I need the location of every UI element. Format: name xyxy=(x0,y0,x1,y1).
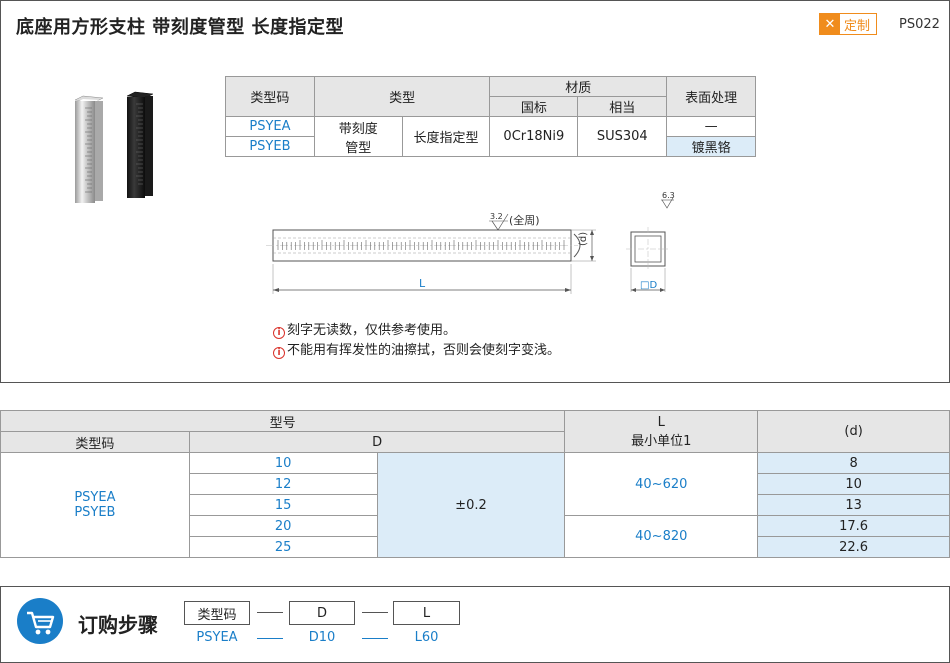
spec-type-code-a[interactable]: PSYEA xyxy=(225,116,315,137)
page-title: 底座用方形支柱 带刻度管型 长度指定型 xyxy=(16,17,345,38)
spec-type-1: 带刻度 管型 xyxy=(313,116,403,157)
order-connector xyxy=(362,612,388,613)
size-header-D: D xyxy=(188,431,566,453)
size-header-type-code: 类型码 xyxy=(0,431,190,453)
size-d-value: 17.6 xyxy=(757,515,950,537)
scale-ticks xyxy=(277,240,565,250)
spec-header-type-code: 类型码 xyxy=(225,76,315,117)
L-dimension-label: L xyxy=(419,277,426,290)
order-panel: 订购步骤 类型码 D L PSYEA D10 L60 xyxy=(0,586,950,663)
spec-type-1-line2: 管型 xyxy=(345,140,372,156)
technical-drawing: (d) L 3.2 (全周) 6.3 □D xyxy=(266,191,675,294)
size-type-code-b[interactable]: PSYEB xyxy=(74,505,116,520)
order-step-D: D xyxy=(289,601,355,625)
size-D-value[interactable]: 15 xyxy=(188,494,378,516)
order-connector xyxy=(257,612,283,613)
size-table: 型号 L 最小单位1 (d) 类型码 D PSYEA PSYEB 10 ±0.2… xyxy=(0,410,950,558)
order-example-D: D10 xyxy=(308,630,336,645)
full-around-label: (全周) xyxy=(509,213,540,227)
custom-label: 定制 xyxy=(844,18,871,34)
size-D-value[interactable]: 20 xyxy=(188,515,378,537)
spec-type-1-line1: 带刻度 xyxy=(338,121,378,137)
order-step-L: L xyxy=(393,601,460,625)
size-D-value[interactable]: 25 xyxy=(188,536,378,558)
size-header-L: L 最小单位1 xyxy=(564,410,759,453)
product-info-panel: 底座用方形支柱 带刻度管型 长度指定型 ✕ 定制 PS022 xyxy=(0,0,950,383)
size-d-value: 13 xyxy=(757,494,950,516)
spec-table: 类型码 类型 材质 表面处理 国标 相当 PSYEA 带刻度 管型 长度指定型 … xyxy=(225,76,756,157)
size-d-value: 8 xyxy=(757,452,950,474)
cart-icon xyxy=(17,598,63,644)
spec-surface-a: — xyxy=(666,116,756,137)
info-icon: i xyxy=(273,347,285,359)
size-type-code-a[interactable]: PSYEA xyxy=(74,490,116,505)
size-d-value: 10 xyxy=(757,473,950,495)
size-header-model: 型号 xyxy=(0,410,566,432)
spec-surface-b: 镀黑铬 xyxy=(666,136,756,157)
order-example-type-code: PSYEA xyxy=(196,630,238,645)
spec-header-equivalent: 相当 xyxy=(577,96,668,117)
spec-header-national: 国标 xyxy=(489,96,579,117)
size-D-value[interactable]: 10 xyxy=(188,452,378,474)
note-2-text: 不能用有挥发性的油擦拭，否则会使刻字变浅。 xyxy=(287,343,561,358)
roughness-2-label: 6.3 xyxy=(662,191,675,200)
custom-icon: ✕ xyxy=(820,14,840,34)
size-header-L-line1: L xyxy=(657,414,665,430)
spec-header-material: 材质 xyxy=(489,76,668,97)
spec-equivalent: SUS304 xyxy=(577,116,668,157)
roughness-1-label: 3.2 xyxy=(490,212,503,221)
spec-type-2: 长度指定型 xyxy=(401,116,491,157)
order-example-connector xyxy=(257,638,283,639)
D-dimension-label: □D xyxy=(640,280,657,291)
d-dimension-label: (d) xyxy=(578,232,589,246)
spec-national: 0Cr18Ni9 xyxy=(489,116,579,157)
spec-header-surface: 表面处理 xyxy=(666,76,756,117)
spec-type-code-b[interactable]: PSYEB xyxy=(225,136,315,157)
order-step-type-code: 类型码 xyxy=(184,601,250,625)
size-D-value[interactable]: 12 xyxy=(188,473,378,495)
product-code: PS022 xyxy=(899,17,940,32)
info-icon: i xyxy=(273,327,285,339)
size-header-L-line2: 最小单位1 xyxy=(631,433,692,449)
size-D-tolerance: ±0.2 xyxy=(376,452,566,558)
size-type-codes[interactable]: PSYEA PSYEB xyxy=(0,452,190,558)
order-example-L: L60 xyxy=(414,630,439,645)
custom-badge[interactable]: ✕ 定制 xyxy=(819,13,877,35)
order-example-connector xyxy=(362,638,388,639)
size-header-d: (d) xyxy=(757,410,950,453)
size-L-range-1[interactable]: 40~620 xyxy=(564,452,759,516)
size-L-range-2[interactable]: 40~820 xyxy=(564,515,759,558)
size-d-value: 22.6 xyxy=(757,536,950,558)
note-1-text: 刻字无读数，仅供参考使用。 xyxy=(287,323,457,338)
spec-header-type: 类型 xyxy=(313,76,491,117)
order-title: 订购步骤 xyxy=(78,613,158,637)
product-image xyxy=(74,91,154,203)
